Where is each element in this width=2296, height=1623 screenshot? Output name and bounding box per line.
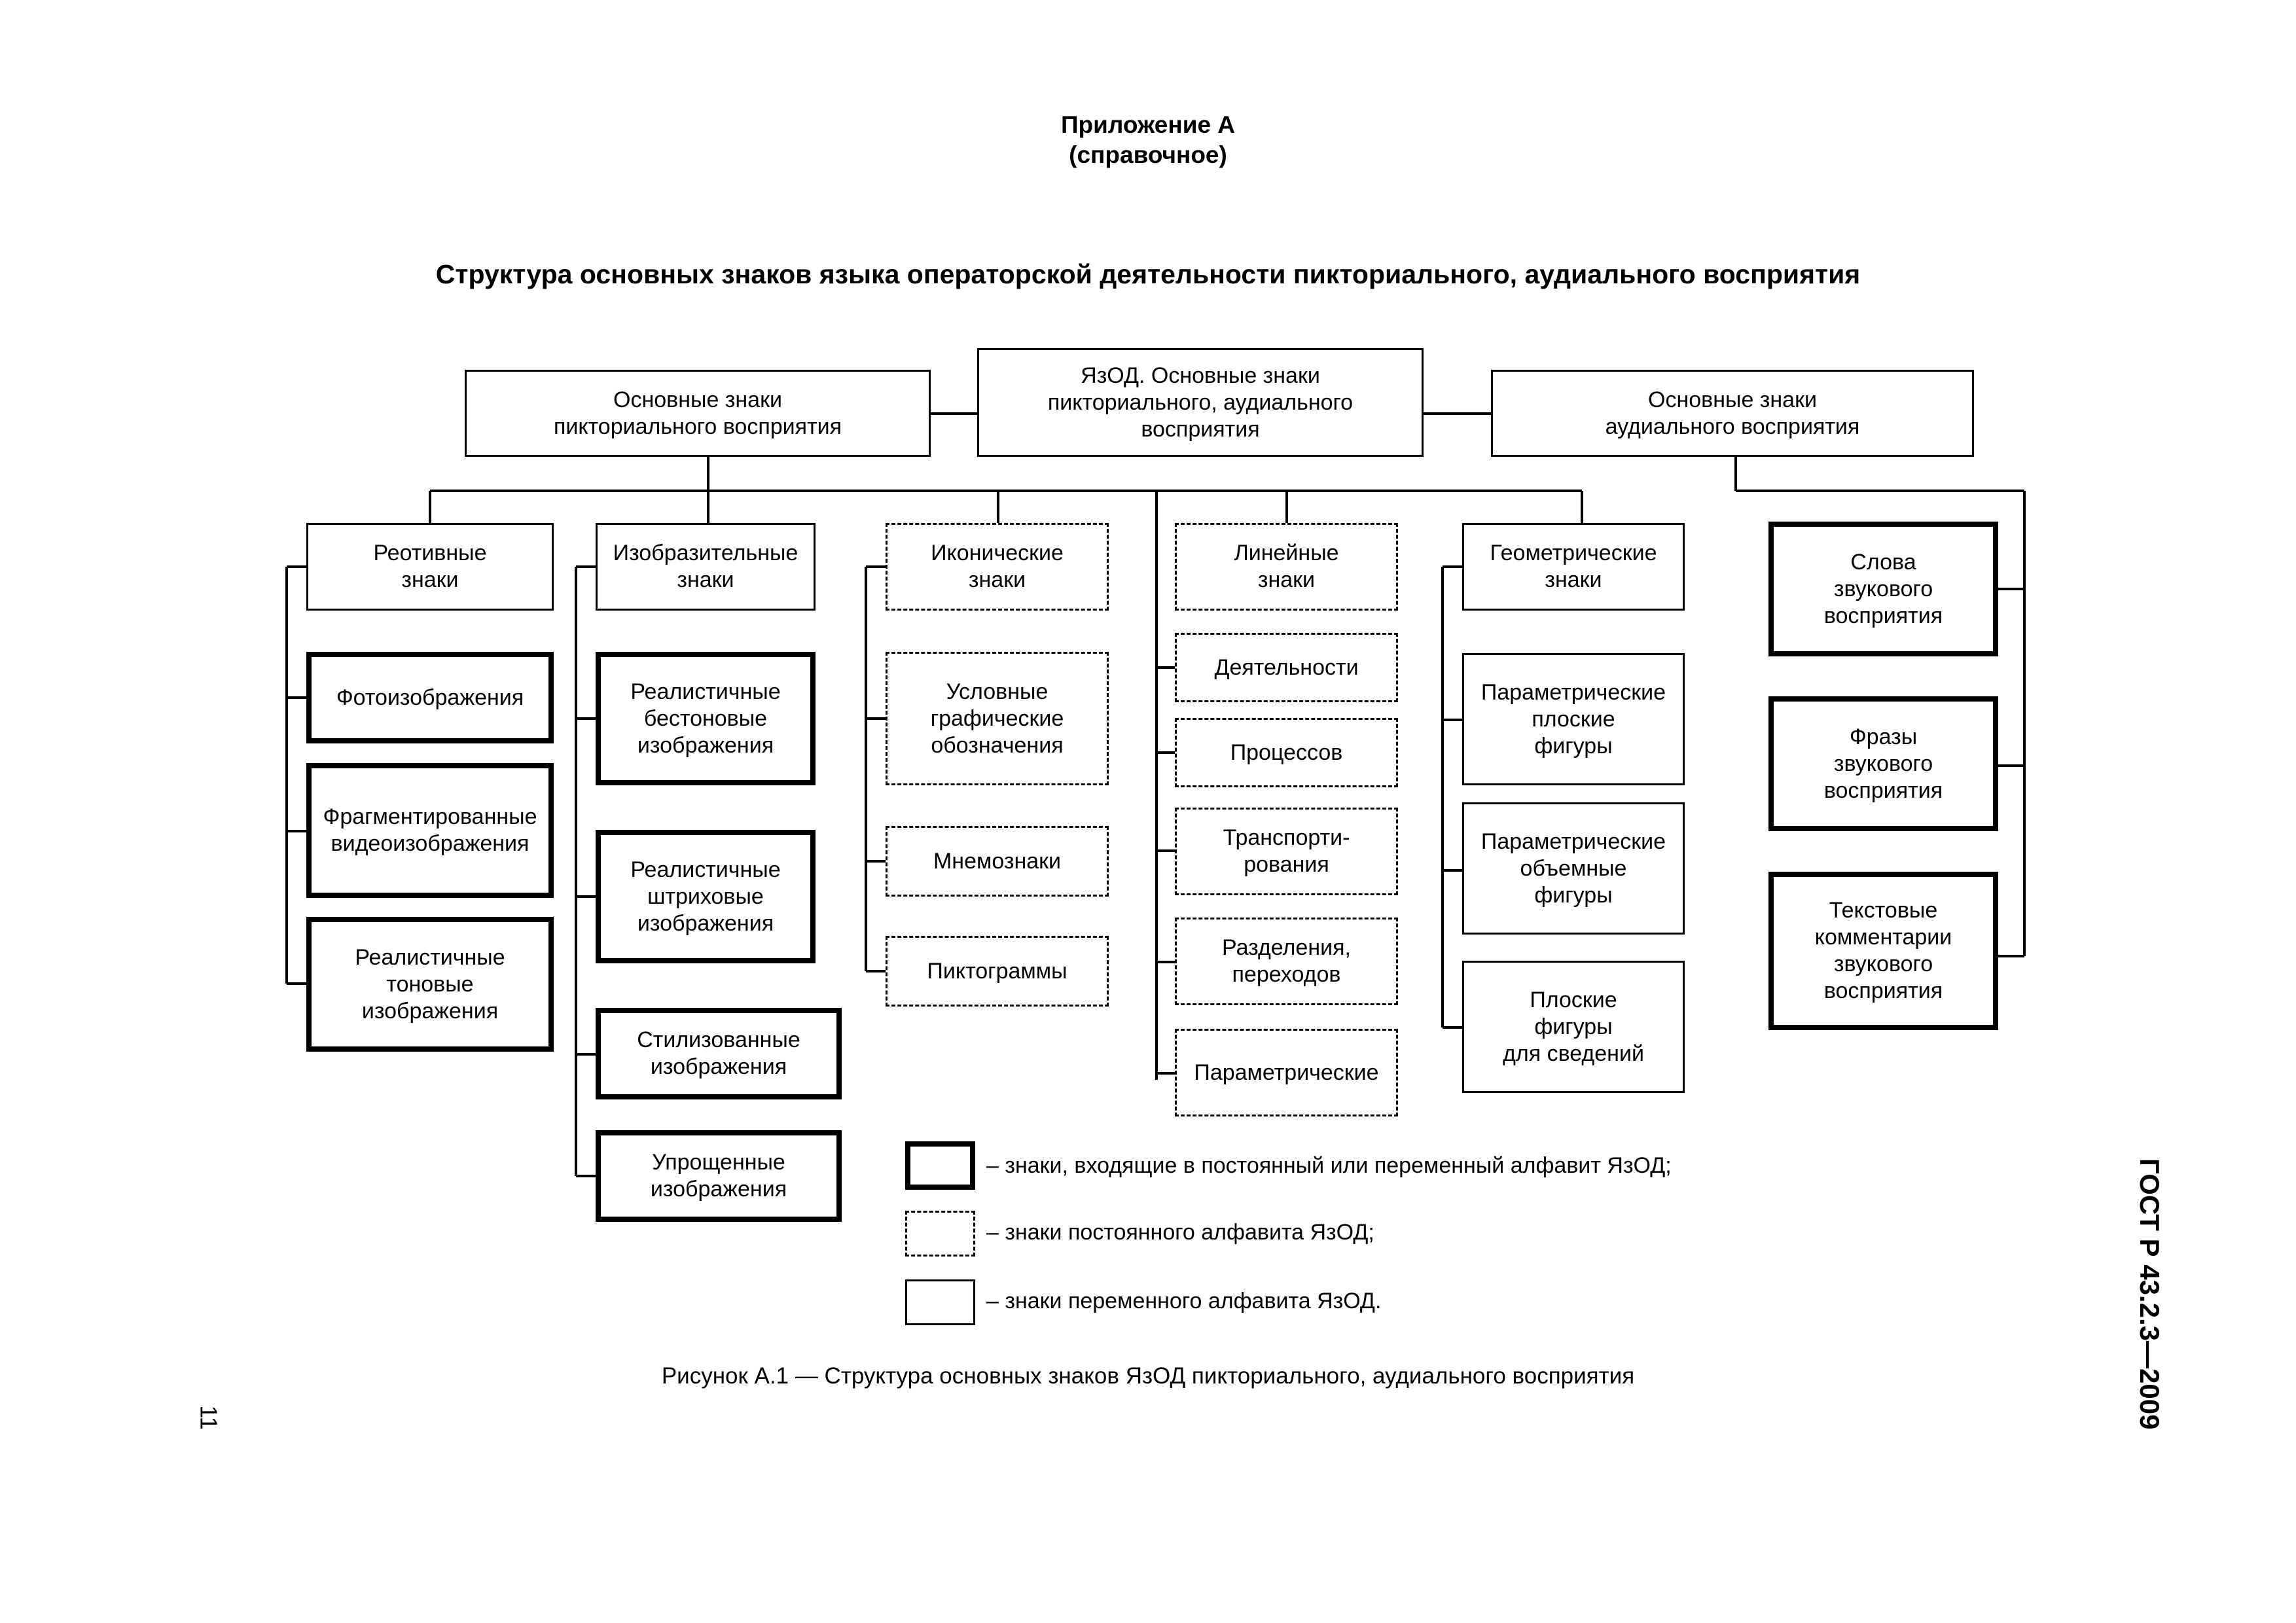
col2-item: Стилизованные изображения [596,1008,842,1099]
col4-item: Транспорти- рования [1175,808,1398,895]
col3-item: Условные графические обозначения [886,652,1109,785]
reotive-signs-head: Реотивные знаки [306,523,554,611]
col5-item: Плоские фигуры для сведений [1462,961,1685,1093]
col1-item: Реалистичные тоновые изображения [306,917,554,1052]
page-title: Структура основных знаков языка оператор… [435,259,1861,289]
legend-dashed-label: – знаки постоянного алфавита ЯзОД; [986,1220,1374,1245]
col5-item: Параметрические плоские фигуры [1462,653,1685,785]
standard-code: ГОСТ Р 43.2.3—2009 [2100,1158,2231,1433]
col4-item: Процессов [1175,718,1398,787]
geometric-signs-head: Геометрические знаки [1462,523,1685,611]
col5-item: Параметрические объемные фигуры [1462,802,1685,935]
figure-caption: Рисунок А.1 — Структура основных знаков … [661,1363,1635,1389]
col3-item: Пиктограммы [886,936,1109,1007]
col4-item: Деятельности [1175,633,1398,702]
col1-item: Фотоизображения [306,652,554,743]
legend-dashed-swatch [905,1211,975,1257]
standard-code-text: ГОСТ Р 43.2.3—2009 [2134,1158,2165,1430]
col3-item: Мнемознаки [886,826,1109,897]
col6-item: Текстовые комментарии звукового восприят… [1768,872,1998,1030]
appendix-label: Приложение А [1060,111,1236,138]
pictorial-signs-box: Основные знаки пикториального восприятия [465,370,931,457]
legend-thick-label: – знаки, входящие в постоянный или перем… [986,1153,1672,1178]
legend-thick-swatch [905,1141,975,1190]
legend-thin-swatch [905,1279,975,1325]
col2-item: Реалистичные штриховые изображения [596,830,816,963]
pictorial-art-signs-head: Изобразительные знаки [596,523,816,611]
col4-item: Разделения, переходов [1175,918,1398,1005]
col2-item: Упрощенные изображения [596,1130,842,1222]
col4-item: Параметрические [1175,1029,1398,1116]
col6-item: Слова звукового восприятия [1768,522,1998,656]
page-number: 11 [195,1405,223,1430]
audial-signs-box: Основные знаки аудиального восприятия [1491,370,1974,457]
appendix-heading: Приложение А (справочное) [0,110,2296,170]
col6-item: Фразы звукового восприятия [1768,696,1998,831]
appendix-note: (справочное) [1069,141,1227,168]
root-box: ЯзОД. Основные знаки пикториального, ауд… [977,348,1424,457]
iconic-signs-head: Иконические знаки [886,523,1109,611]
legend-thin-label: – знаки переменного алфавита ЯзОД. [986,1289,1382,1313]
linear-signs-head: Линейные знаки [1175,523,1398,611]
col1-item: Фрагментированные видеоизображения [306,763,554,898]
col2-item: Реалистичные бестоновые изображения [596,652,816,785]
